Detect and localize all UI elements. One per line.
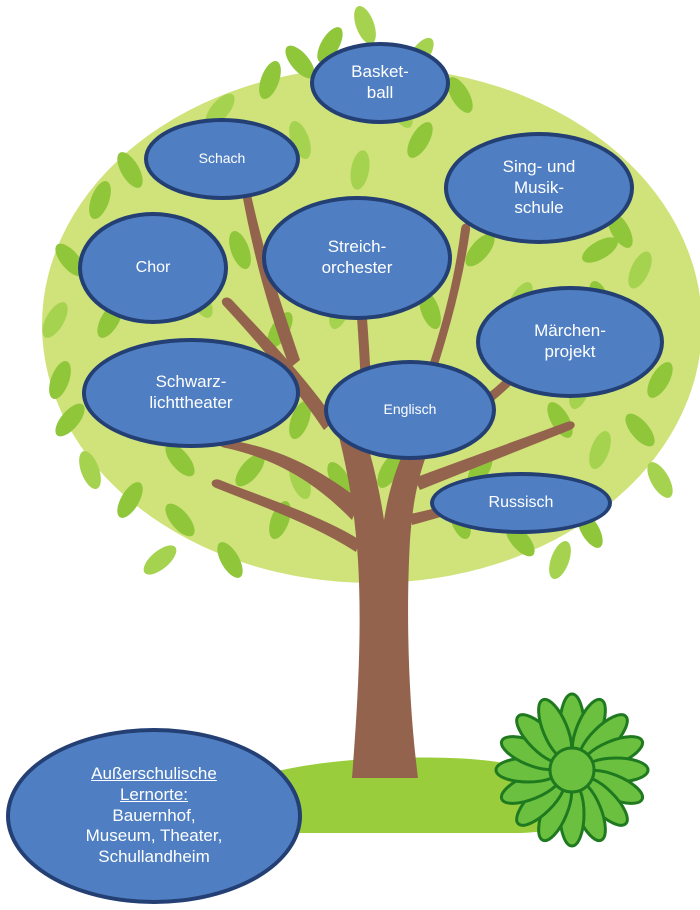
leaf (589, 430, 611, 470)
leaf (165, 503, 195, 537)
leaf (117, 482, 143, 518)
bubble-ausserschulische-lernorte[interactable]: Außerschulische Lernorte: Bauernhof, Mus… (6, 728, 302, 904)
bubble-schwarz-line2: lichttheater (149, 393, 233, 412)
bubble-schwarz-line1: Schwarz- (155, 372, 227, 392)
bubble-schach-line1: Schach (198, 150, 246, 167)
leaf (55, 243, 85, 277)
lernorte-line3: Schullandheim (98, 847, 210, 867)
leaf (582, 237, 618, 263)
leaf (49, 360, 71, 400)
bubble-chor[interactable]: Chor (78, 212, 228, 324)
trunk-main (330, 398, 452, 778)
leaf (625, 413, 655, 447)
bubble-basketball-line1: Basket- (351, 62, 409, 82)
bubble-basketball-line2: ball (366, 83, 394, 102)
leaf (42, 302, 68, 338)
flower-icon (494, 692, 650, 848)
leaf (447, 77, 473, 113)
bubble-schach[interactable]: Schach (144, 118, 300, 200)
leaf (628, 251, 652, 289)
leaf (79, 450, 101, 490)
bubble-englisch-line1: Englisch (383, 401, 437, 418)
bubble-schwarzlichttheater[interactable]: Schwarz- lichttheater (82, 338, 300, 448)
bubble-russisch[interactable]: Russisch (430, 472, 612, 534)
leaf (259, 60, 281, 100)
leaf (465, 233, 495, 267)
bubble-maerchenprojekt[interactable]: Märchen- projekt (476, 286, 664, 398)
bubble-chor-line1: Chor (135, 259, 171, 277)
flower-center (548, 746, 596, 794)
lernorte-line1: Bauernhof, (112, 805, 196, 825)
leaf (89, 180, 111, 220)
leaf (549, 540, 571, 580)
leaf (327, 462, 353, 498)
leaf (229, 230, 251, 270)
bubble-streich-line2: orchester (321, 258, 393, 277)
leaf (285, 45, 315, 79)
lernorte-heading-line2: Lernorte: (119, 784, 189, 804)
branch-right-upper (410, 223, 471, 420)
leaf (289, 400, 311, 440)
leaf (354, 5, 376, 45)
bubble-streichorchester[interactable]: Streich- orchester (262, 196, 452, 320)
leaf-cluster (42, 5, 673, 580)
leaf (647, 362, 673, 398)
bubble-streich-line1: Streich- (327, 237, 387, 257)
leaf (55, 403, 85, 437)
bubble-russisch-line1: Russisch (488, 494, 554, 512)
branch-right-low (414, 421, 575, 490)
bubble-sing-musikschule[interactable]: Sing- und Musik- schule (444, 132, 634, 244)
bubble-sing-line3: schule (514, 198, 564, 218)
branch-left-lowest (211, 479, 360, 552)
leaf (117, 152, 143, 188)
leaf (235, 453, 265, 487)
bubble-maerchen-line2: projekt (544, 342, 596, 361)
leaf (143, 545, 177, 575)
bubble-maerchen-line1: Märchen- (534, 321, 606, 341)
leaf (317, 27, 343, 63)
leaf (407, 122, 433, 158)
bubble-basketball[interactable]: Basket- ball (310, 42, 450, 124)
lernorte-heading-line1: Außerschulische (91, 764, 217, 784)
leaf (165, 443, 195, 477)
bubble-sing-line1: Sing- und (502, 156, 576, 176)
lernorte-line2: Museum, Theater, (85, 826, 223, 846)
leaf (377, 452, 403, 488)
leaf (647, 462, 673, 498)
branch-left-low (219, 439, 360, 520)
bubble-englisch[interactable]: Englisch (324, 360, 496, 460)
leaf (217, 542, 243, 578)
bubble-sing-line2: Musik- (513, 177, 565, 197)
leaf (350, 150, 370, 190)
